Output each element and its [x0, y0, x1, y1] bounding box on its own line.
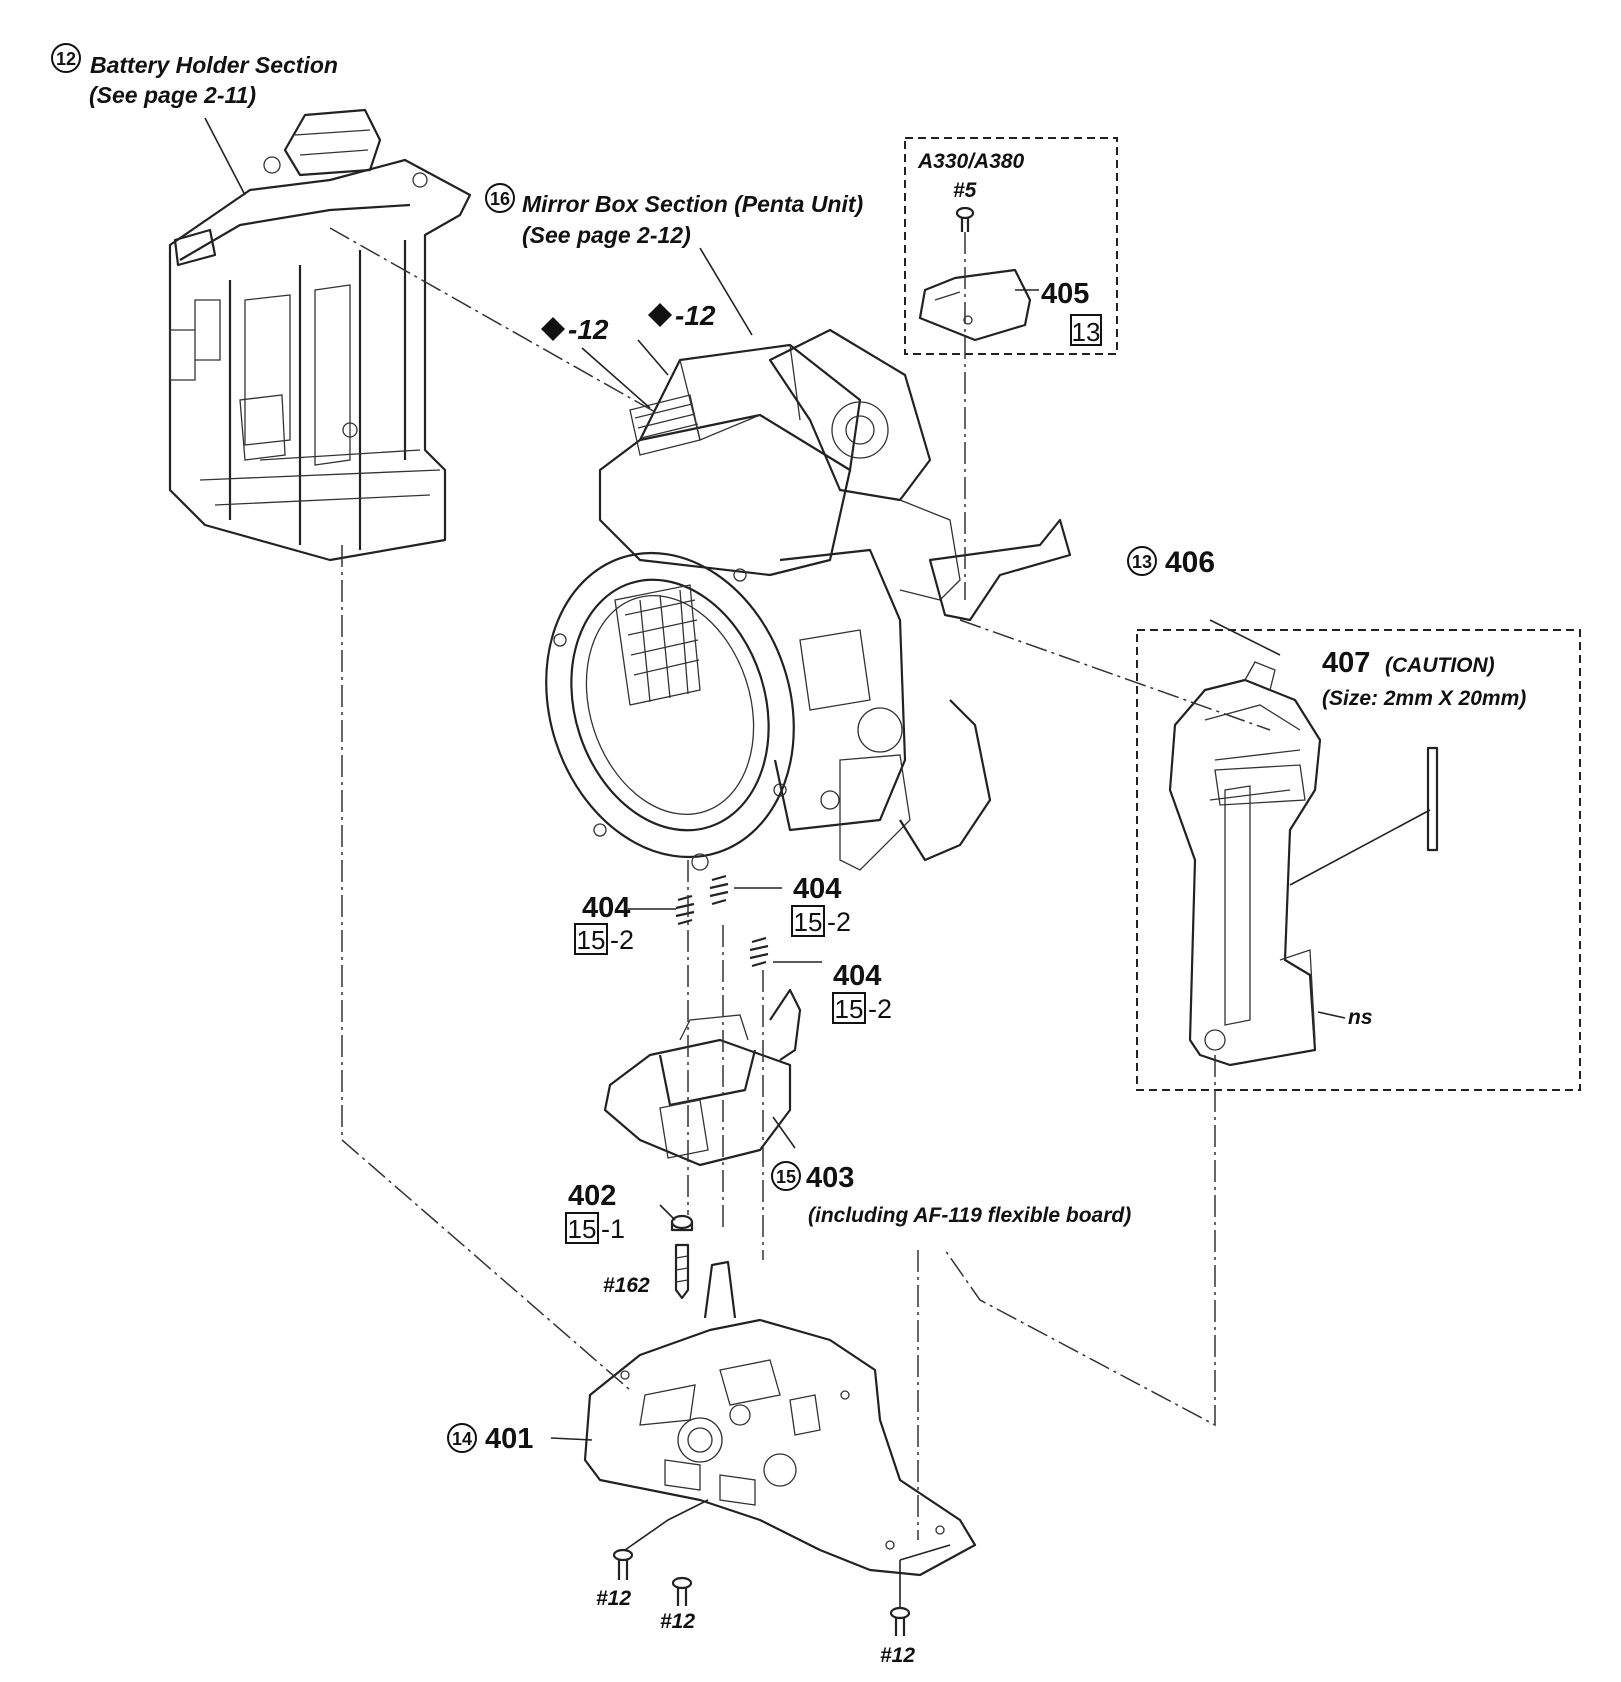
ref-404-c-box-label: 15: [835, 994, 864, 1024]
plate-num-label: 14: [452, 1429, 472, 1449]
a330-a380-group-box: [904, 137, 1118, 355]
part-402-label: 402: [568, 1180, 616, 1212]
part-403-label: 403: [806, 1162, 854, 1194]
af-note-label: (including AF-119 flexible board): [808, 1204, 1131, 1227]
part-401-base-plate: [583, 1260, 977, 1577]
screw-5-label: #5: [953, 179, 977, 202]
ref-box-404-c: [832, 992, 866, 1024]
part-407-tape: [1426, 746, 1439, 852]
diamond-b-label: -12: [675, 300, 716, 331]
circle-af-num: [771, 1161, 801, 1191]
battery-ref-label: (See page 2-11): [89, 82, 256, 108]
screw-12-c-label: #12: [880, 1644, 915, 1667]
battery-title-label: Battery Holder Section: [90, 52, 338, 78]
screw-5: [955, 206, 975, 232]
size-note-label: (Size: 2mm X 20mm): [1322, 687, 1526, 710]
part-406-label: 406: [1165, 546, 1215, 579]
part-404-b-label: 404: [793, 873, 841, 905]
ref-405-label: 13: [1072, 317, 1101, 347]
assembly-dash-lines: [329, 227, 1271, 1540]
screw-162-label: #162: [603, 1274, 650, 1297]
part-406-grip: [1168, 661, 1322, 1067]
mirror-ref-label: (See page 2-12): [522, 222, 691, 248]
ref-box-405: [1070, 314, 1102, 346]
ref-404-a-suffix-label: -2: [610, 925, 634, 955]
ref-box-404-a: [574, 923, 608, 955]
leader-lines: [204, 117, 1431, 1608]
ref-402-suffix-label: -1: [601, 1214, 625, 1244]
circle-grip-num: [1127, 546, 1157, 576]
model-group-label: A330/A380: [917, 150, 1025, 173]
screw-12-b: [671, 1576, 693, 1606]
part-405-label: 405: [1041, 278, 1089, 310]
diamond-marker-a: [541, 317, 565, 341]
part-401-label: 401: [485, 1423, 533, 1455]
ns-label: ns: [1348, 1006, 1373, 1029]
part-403-af-unit: [603, 988, 802, 1167]
diamond-a-label: -12: [568, 314, 609, 345]
mirror-title-label: Mirror Box Section (Penta Unit): [522, 191, 863, 217]
ref-402-box-label: 15: [568, 1214, 597, 1244]
screw-12-a: [612, 1548, 634, 1580]
mirror-box-assembly: [545, 328, 1072, 871]
part-404-a-label: 404: [582, 892, 630, 924]
screw-162: [674, 1243, 690, 1300]
part-404-c-label: 404: [833, 960, 881, 992]
ref-404-b-suffix-label: -2: [827, 907, 851, 937]
screw-12-c: [889, 1606, 911, 1636]
part-404-springs: [675, 874, 769, 968]
ref-404-b-box-label: 15: [794, 907, 823, 937]
grip-num-label: 13: [1132, 552, 1152, 572]
af-num-label: 15: [776, 1167, 796, 1187]
caution-label: (CAUTION): [1385, 654, 1495, 677]
circle-mirror-num: [485, 183, 515, 213]
ref-box-404-b: [791, 905, 825, 937]
ref-404-c-suffix-label: -2: [868, 994, 892, 1024]
screw-12-b-label: #12: [660, 1610, 695, 1633]
ref-404-a-box-label: 15: [577, 925, 606, 955]
circle-battery-num: [51, 43, 81, 73]
ref-box-402: [565, 1212, 599, 1244]
circle-plate-num: [447, 1423, 477, 1453]
part-402-nut: [670, 1214, 694, 1232]
part-405-plate: [918, 268, 1032, 342]
part-407-label: 407: [1322, 647, 1370, 679]
diamond-marker-b: [648, 303, 672, 327]
mirror-num-label: 16: [490, 189, 510, 209]
grip-section-box: [1136, 629, 1581, 1091]
screw-12-a-label: #12: [596, 1587, 631, 1610]
battery-num-label: 12: [56, 49, 76, 69]
battery-holder-assembly: [168, 108, 472, 562]
